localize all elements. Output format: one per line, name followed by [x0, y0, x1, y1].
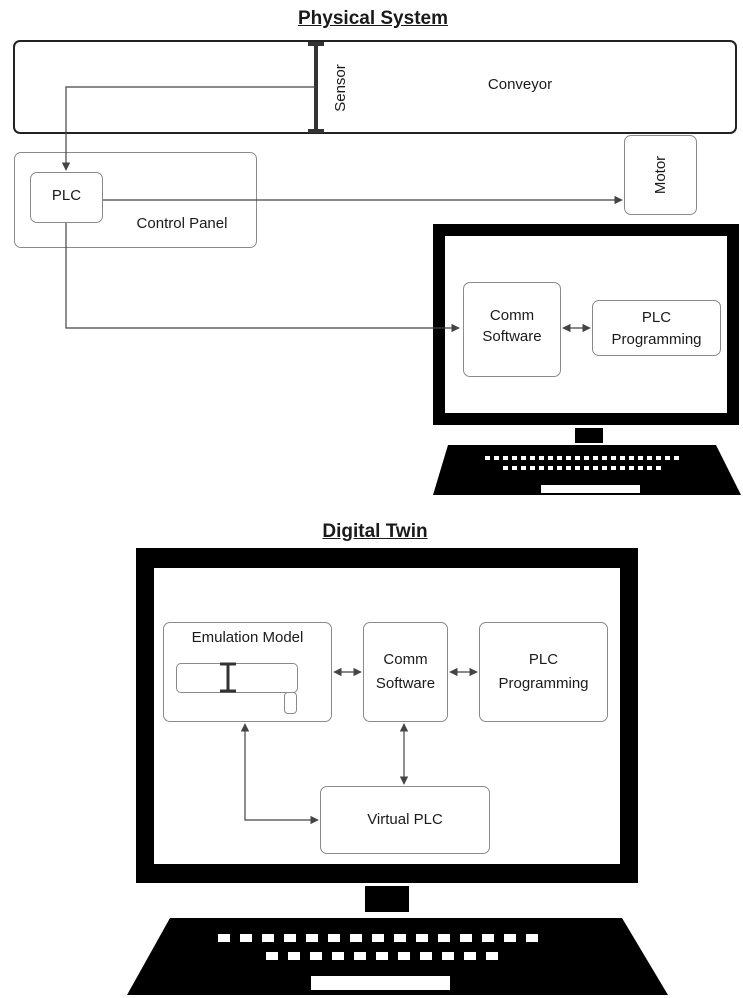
emulation-model-label: Emulation Model — [191, 629, 304, 646]
physical-prog-label-line2: Programming — [611, 331, 702, 348]
conveyor-label: Conveyor — [487, 76, 553, 93]
physical-system-title: Physical System — [298, 8, 448, 29]
physical-comm-software-box — [463, 282, 561, 377]
physical-plc-programming-box — [592, 300, 721, 356]
twin-monitor-stand — [365, 886, 409, 912]
emulation-mini-conveyor — [176, 663, 298, 693]
physical-prog-label-line1: PLC — [641, 309, 672, 326]
plc-box — [30, 172, 103, 223]
twin-plc-programming-box — [479, 622, 608, 722]
emulation-mini-motor — [284, 692, 297, 714]
digital-twin-title: Digital Twin — [322, 521, 428, 542]
twin-prog-label-line1: PLC — [528, 651, 559, 668]
twin-comm-label-line1: Comm — [383, 651, 428, 668]
control-panel-label: Control Panel — [136, 215, 228, 232]
motor-box — [624, 135, 697, 215]
physical-comm-label-line2: Software — [482, 328, 542, 345]
conveyor-box — [13, 40, 737, 134]
twin-comm-software-box — [363, 622, 448, 722]
twin-prog-label-line2: Programming — [498, 675, 589, 692]
physical-monitor-stand — [575, 428, 603, 443]
virtual-plc-box — [320, 786, 490, 854]
plc-label: PLC — [51, 187, 82, 204]
motor-label: Motor — [652, 155, 669, 195]
sensor-label: Sensor — [332, 64, 349, 112]
physical-keyboard-icon — [433, 445, 741, 495]
physical-comm-label-line1: Comm — [489, 307, 535, 324]
twin-keyboard-icon — [127, 918, 668, 995]
virtual-plc-label: Virtual PLC — [367, 811, 443, 828]
twin-comm-label-line2: Software — [375, 675, 436, 692]
